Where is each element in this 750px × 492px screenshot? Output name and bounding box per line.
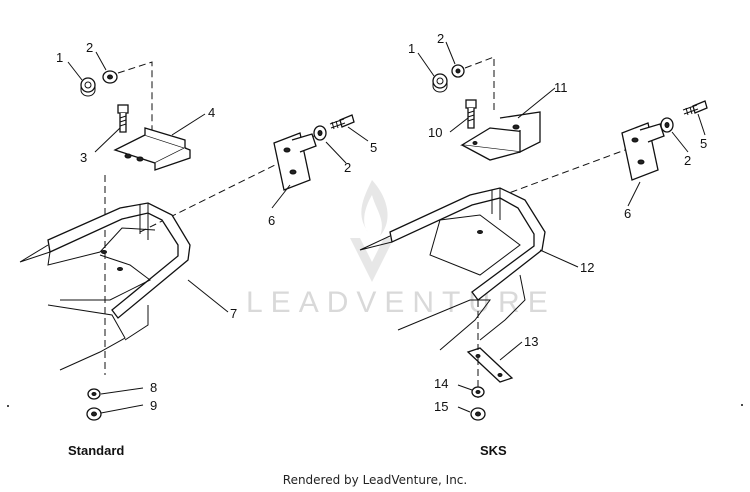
flame-logo-icon <box>350 180 394 282</box>
nut-9 <box>86 407 102 421</box>
bracket-11 <box>460 111 541 161</box>
bolt-3 <box>117 104 129 133</box>
sks-callout-2: 2 <box>437 31 444 46</box>
callout-3: 3 <box>80 150 87 165</box>
bracket-4 <box>113 127 191 171</box>
callout-5: 5 <box>370 140 377 155</box>
callout-2b: 2 <box>344 160 351 175</box>
sks-callout-2b: 2 <box>684 153 691 168</box>
sks-washer-2 <box>451 64 465 78</box>
sks-callout-12: 12 <box>580 260 594 275</box>
footer-credit: Rendered by LeadVenture, Inc. <box>283 473 467 487</box>
plate-13 <box>466 347 514 383</box>
sks-callout-10: 10 <box>428 125 442 140</box>
callout-4: 4 <box>208 105 215 120</box>
callout-8: 8 <box>150 380 157 395</box>
sks-callout-1: 1 <box>408 41 415 56</box>
sks-callout-13: 13 <box>524 334 538 349</box>
bolt-10 <box>465 99 477 129</box>
hitch-plate-6 <box>273 132 317 191</box>
sks-nut-1 <box>432 73 448 93</box>
bolt-5 <box>329 114 355 130</box>
nut-15 <box>470 407 486 421</box>
frame-7 <box>19 202 191 371</box>
nut-1 <box>80 77 96 97</box>
sks-callout-5: 5 <box>700 136 707 151</box>
callout-9: 9 <box>150 398 157 413</box>
standard-assembly: 1 2 3 4 5 2 6 7 8 9 Standard <box>19 40 377 458</box>
callout-1: 1 <box>56 50 63 65</box>
standard-title: Standard <box>68 443 124 458</box>
sks-bolt-5 <box>682 100 708 116</box>
callout-6: 6 <box>268 213 275 228</box>
sks-callout-15: 15 <box>434 399 448 414</box>
washer-14 <box>471 386 485 398</box>
washer-2b <box>313 125 327 141</box>
washer-8 <box>87 388 101 400</box>
washer-2 <box>102 70 118 84</box>
callout-2: 2 <box>86 40 93 55</box>
callout-7: 7 <box>230 306 237 321</box>
frame-12 <box>359 187 546 351</box>
sks-callout-6: 6 <box>624 206 631 221</box>
sks-assembly: 1 2 10 11 5 2 6 12 13 14 15 SKS <box>359 31 708 458</box>
sks-callout-11: 11 <box>554 80 568 95</box>
sks-title: SKS <box>480 443 507 458</box>
watermark-text: LEADVENTURE <box>246 286 556 319</box>
sks-washer-2b <box>660 117 674 133</box>
sks-callout-14: 14 <box>434 376 448 391</box>
sks-hitch-plate-6 <box>621 122 665 181</box>
